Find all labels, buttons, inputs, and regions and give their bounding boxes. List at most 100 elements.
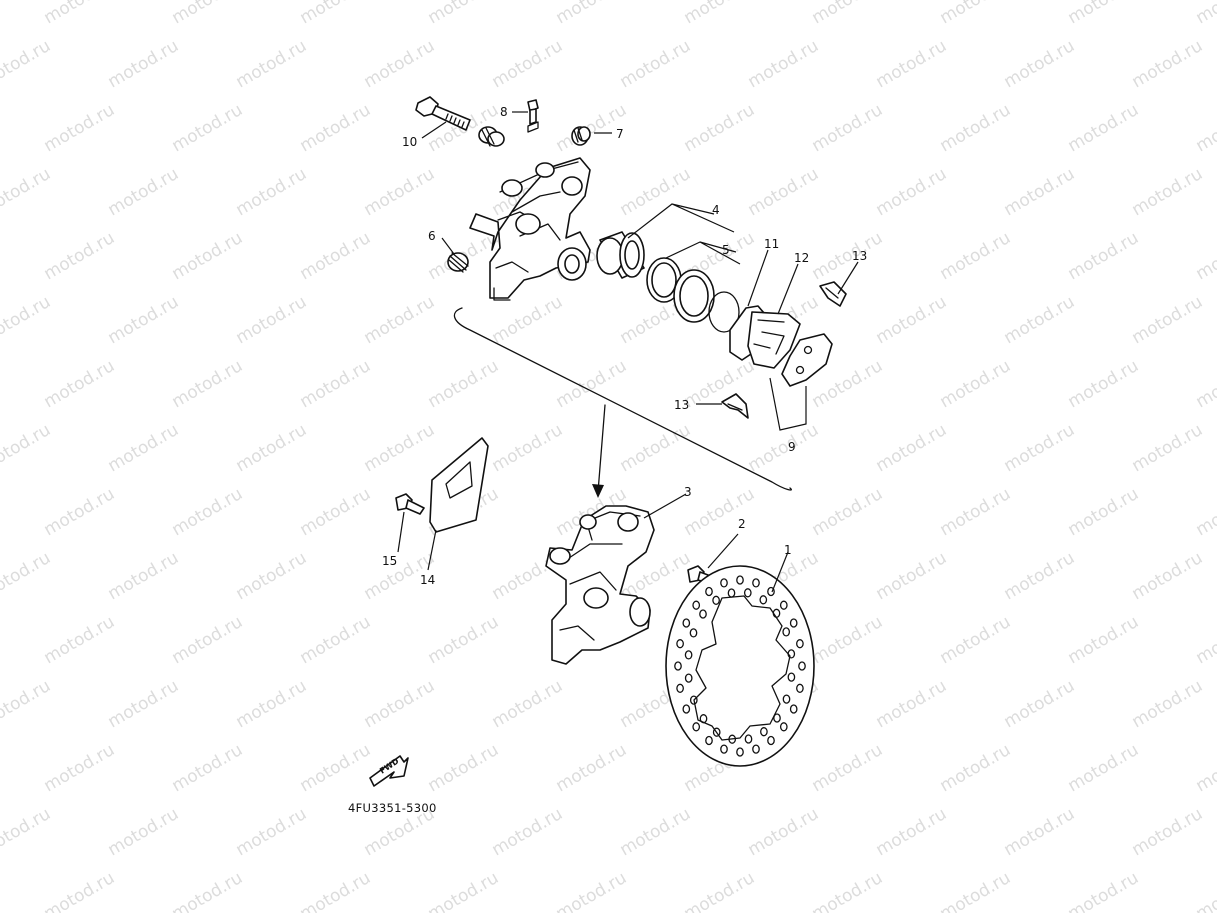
callout-3: 3 (684, 485, 692, 499)
callout-15: 15 (382, 554, 397, 568)
watermark-text: motod.ru (297, 356, 375, 412)
watermark-text: motod.ru (0, 548, 54, 604)
watermark-text: motod.ru (1001, 804, 1079, 860)
watermark-text: motod.ru (169, 228, 247, 284)
disc-hole (720, 578, 728, 588)
part-seal-washer (557, 247, 587, 281)
watermark-text: motod.ru (1129, 548, 1207, 604)
watermark-text: motod.ru (1129, 36, 1207, 92)
watermark-text: motod.ru (1193, 100, 1217, 156)
watermark-text: motod.ru (105, 676, 183, 732)
watermark-text: motod.ru (617, 804, 695, 860)
disc-hole (705, 586, 713, 597)
disc-hole (773, 713, 781, 723)
disc-hole (684, 673, 693, 683)
disc-hole (736, 747, 744, 757)
watermark-text: motod.ru (1129, 804, 1207, 860)
watermark-text: motod.ru (809, 100, 887, 156)
part-12-pad (747, 311, 801, 369)
disc-hole (674, 661, 682, 671)
watermark-text: motod.ru (937, 356, 1015, 412)
watermark-text: motod.ru (361, 420, 439, 476)
watermark-text: motod.ru (873, 36, 951, 92)
watermark-text: motod.ru (745, 164, 823, 220)
disc-hole (787, 672, 796, 682)
watermark-text: motod.ru (937, 484, 1015, 540)
watermark-text: motod.ru (41, 100, 119, 156)
callout-10: 10 (402, 135, 417, 149)
disc-hole (782, 694, 791, 704)
disc-hole (759, 595, 768, 605)
disc-hole (752, 744, 760, 754)
disc-hole (699, 609, 707, 619)
disc-hole (736, 575, 744, 585)
watermark-text: motod.ru (1129, 164, 1207, 220)
part-14-plate (429, 437, 489, 533)
watermark-text: motod.ru (233, 420, 311, 476)
watermark-text: motod.ru (489, 804, 567, 860)
part-13-clip-lower (721, 393, 749, 419)
watermark-text: motod.ru (105, 292, 183, 348)
part-4-piston (596, 231, 645, 279)
disc-hole (782, 627, 791, 637)
watermark-text: motod.ru (1001, 548, 1079, 604)
disc-hole (752, 578, 760, 588)
watermark-text: motod.ru (1001, 292, 1079, 348)
part-7-plug (571, 126, 591, 146)
watermark-text: motod.ru (873, 676, 951, 732)
disc-hole (779, 722, 788, 732)
disc-hole (682, 704, 691, 714)
part-6-boot (447, 252, 469, 273)
callout-13-upper: 13 (852, 249, 867, 263)
watermark-text: motod.ru (809, 612, 887, 668)
watermark-text: motod.ru (297, 484, 375, 540)
disc-hole (699, 714, 708, 724)
watermark-text: motod.ru (297, 100, 375, 156)
watermark-text: motod.ru (105, 420, 183, 476)
watermark-text: motod.ru (425, 356, 503, 412)
watermark-text: motod.ru (1193, 612, 1217, 668)
watermark-text: motod.ru (297, 868, 375, 913)
disc-hole (682, 618, 691, 628)
watermark-text: motod.ru (1193, 868, 1217, 913)
watermark-text: motod.ru (1193, 356, 1217, 412)
watermark-text: motod.ru (169, 612, 247, 668)
watermark-text: motod.ru (809, 0, 887, 28)
watermark-text: motod.ru (681, 484, 759, 540)
watermark-text: motod.ru (937, 740, 1015, 796)
watermark-text: motod.ru (0, 676, 54, 732)
watermark-text: motod.ru (1193, 484, 1217, 540)
watermark-text: motod.ru (1065, 100, 1143, 156)
leader-lines (397, 111, 859, 593)
disc-hole (796, 683, 804, 693)
watermark-text: motod.ru (617, 420, 695, 476)
watermark-text: motod.ru (361, 164, 439, 220)
watermark-text: motod.ru (681, 0, 759, 28)
watermark-text: motod.ru (1193, 228, 1217, 284)
watermark-text: motod.ru (233, 676, 311, 732)
watermark-text: motod.ru (0, 420, 54, 476)
callout-9: 9 (788, 440, 796, 454)
watermark-text: motod.ru (105, 804, 183, 860)
disc-hole (692, 722, 701, 732)
disc-holes (674, 575, 806, 757)
watermark-text: motod.ru (41, 612, 119, 668)
callout-1: 1 (784, 543, 792, 557)
disc-hole (789, 618, 798, 628)
watermark-text: motod.ru (1129, 420, 1207, 476)
watermark-text: motod.ru (873, 164, 951, 220)
watermark-text: motod.ru (809, 484, 887, 540)
watermark-text: motod.ru (745, 36, 823, 92)
watermark-text: motod.ru (41, 484, 119, 540)
disc-hole (684, 650, 693, 660)
disc-hole (689, 628, 698, 638)
watermark-text: motod.ru (105, 164, 183, 220)
watermark-text: motod.ru (553, 868, 631, 913)
watermark-text: motod.ru (233, 804, 311, 860)
disc-hole (796, 639, 804, 649)
watermark-text: motod.ru (361, 676, 439, 732)
watermark-text: motod.ru (1065, 228, 1143, 284)
watermark-text: motod.ru (425, 0, 503, 28)
callout-5: 5 (722, 243, 730, 257)
callout-7: 7 (616, 127, 624, 141)
